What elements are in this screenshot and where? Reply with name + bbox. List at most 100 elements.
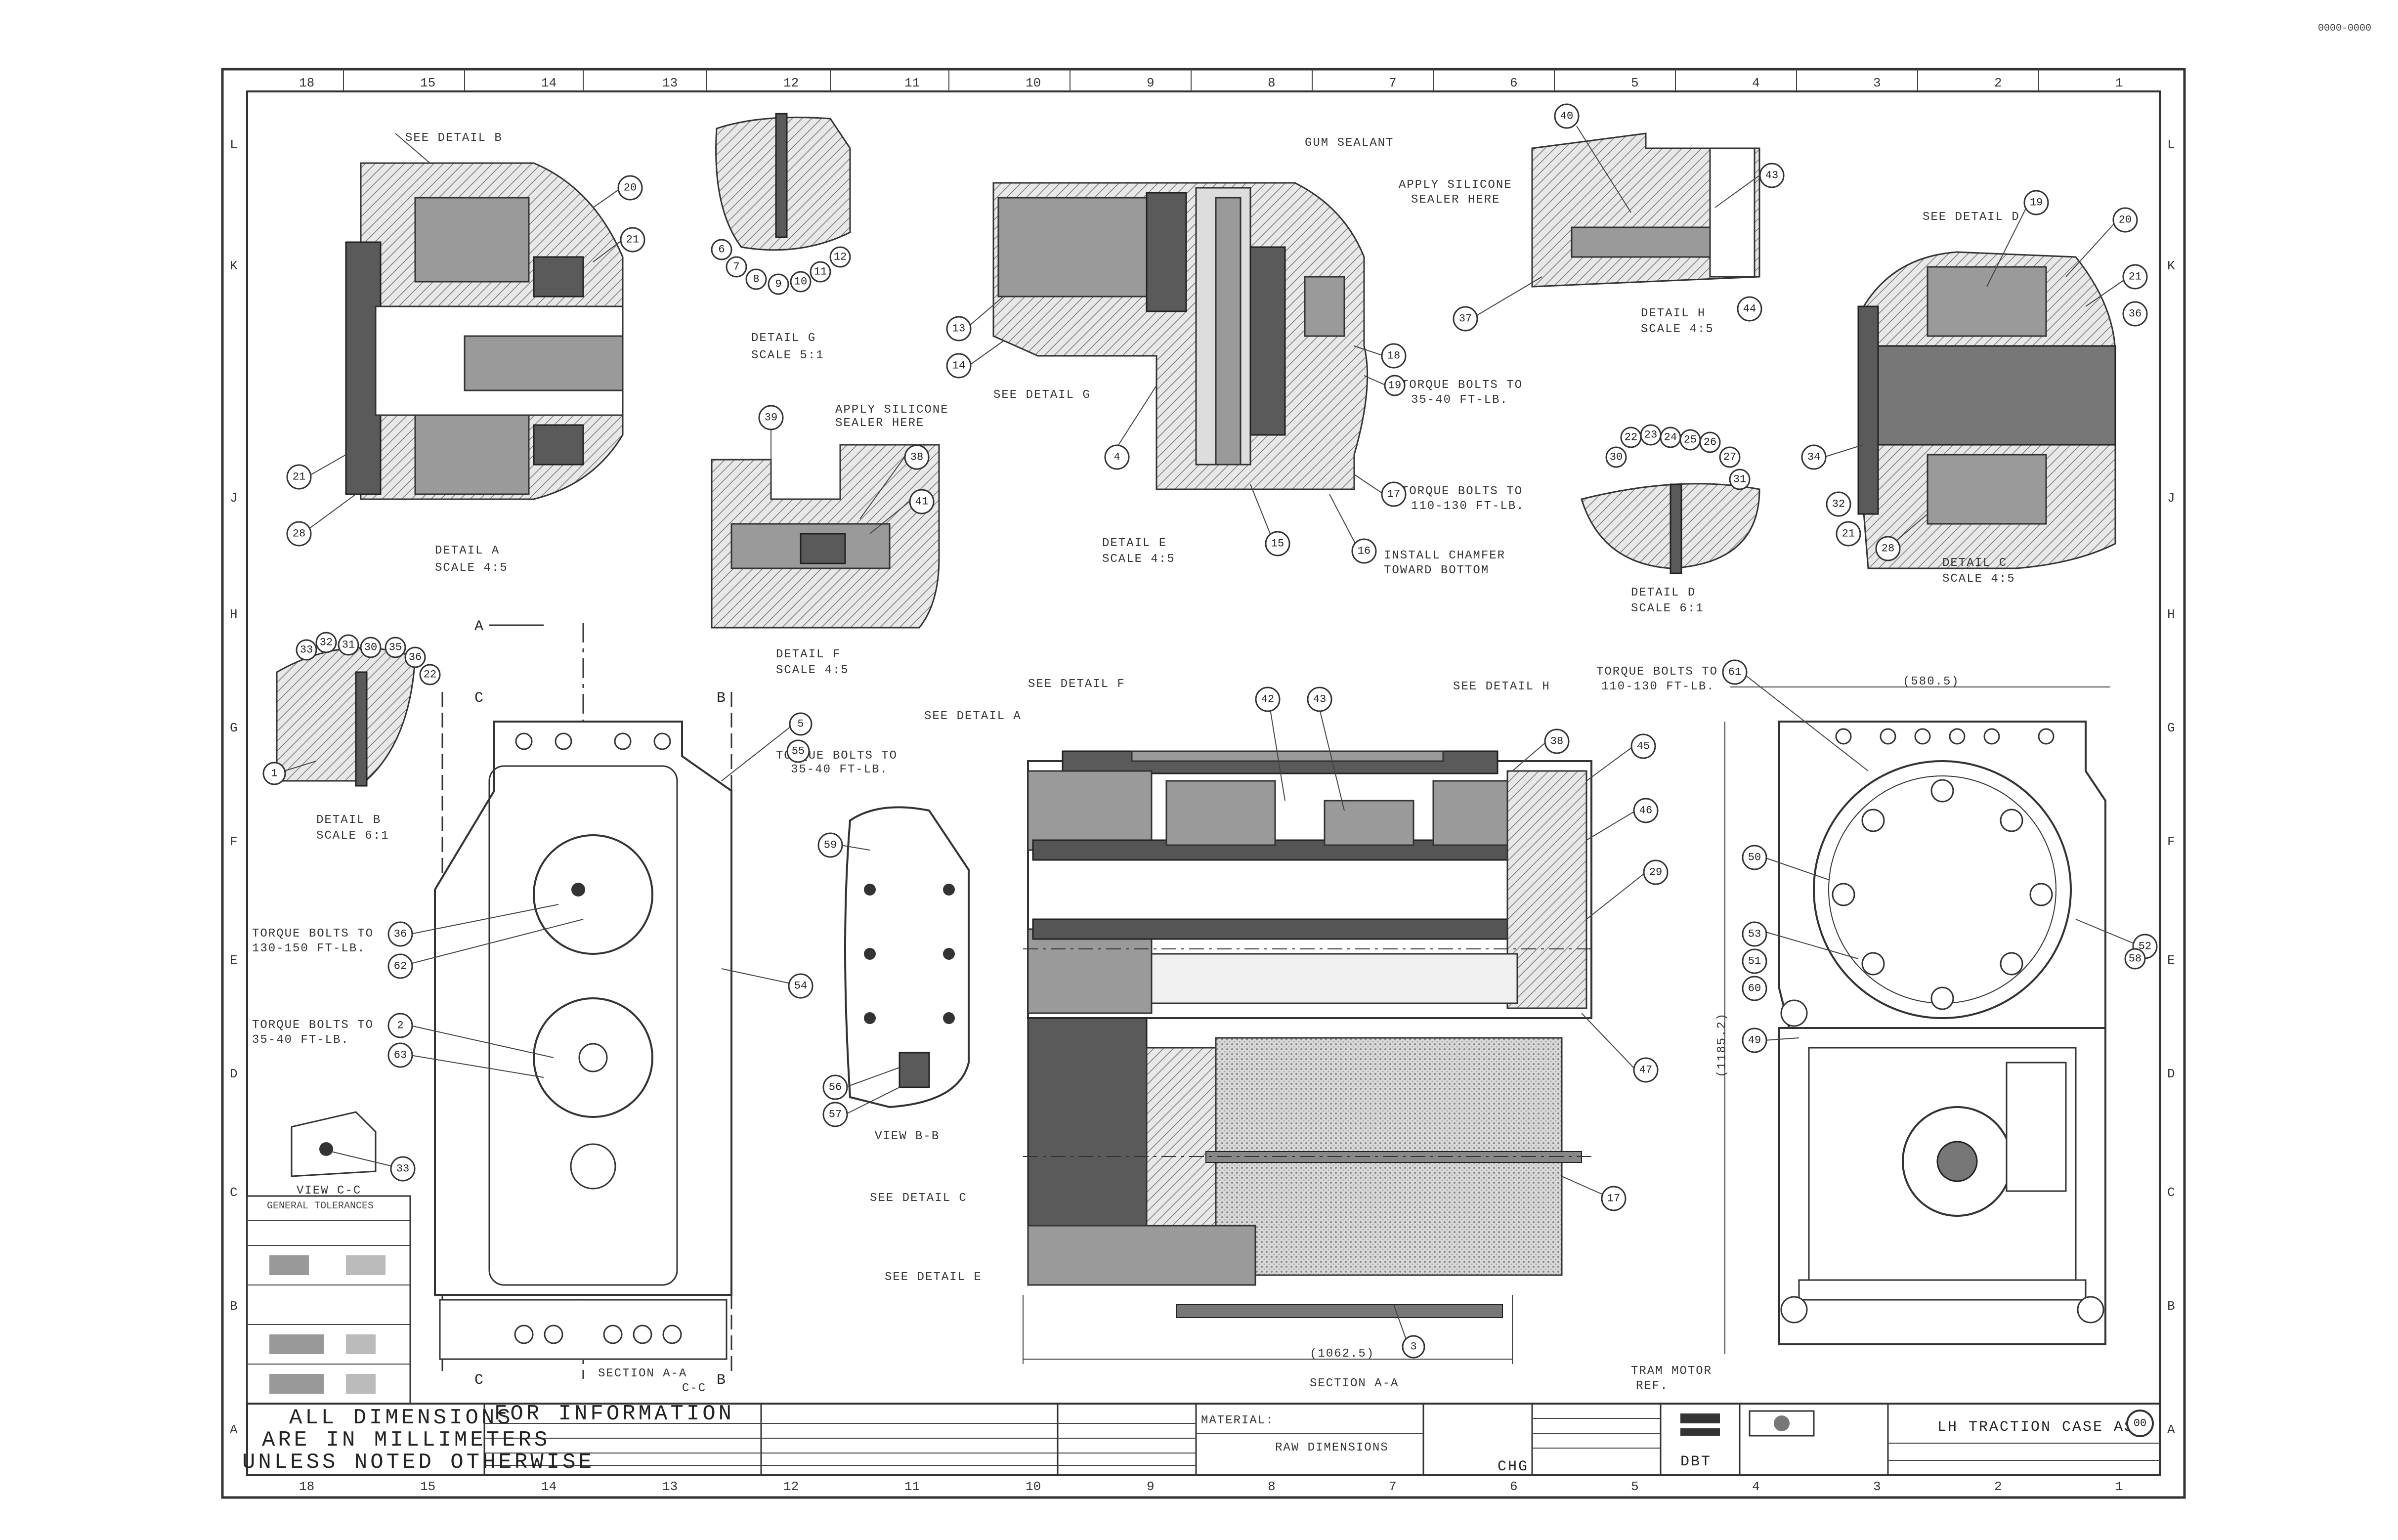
material-label: MATERIAL: [1201,1414,1274,1427]
section-aa-title: SECTION A-A [1310,1377,1399,1390]
zone-label: A [2167,1422,2175,1437]
balloon: 14 [946,341,1004,379]
zone-label: K [230,258,238,273]
balloon: 40 [1554,103,1631,213]
zone-label: 7 [1389,76,1397,90]
balloon: 27 [1719,446,1741,468]
zone-label: 10 [1026,1479,1041,1494]
balloon: 61 [1722,659,1869,771]
tolerance-table [246,1195,411,1405]
svg-text:62: 62 [394,960,407,973]
tolerance-table-title: GENERAL TOLERANCES [267,1200,374,1212]
detail-d-title: DETAIL D [1631,586,1696,599]
zone-label: 13 [662,76,678,90]
zone-label: 18 [299,76,314,90]
balloon: 3 [1393,1304,1425,1359]
balloon: 38 [1512,728,1570,771]
detail-e-title: DETAIL E [1102,537,1167,550]
section-marker: A [474,618,485,635]
svg-text:2: 2 [397,1020,403,1032]
balloon: 19 [1986,190,2049,287]
balloon: 23 [1640,424,1662,446]
see-detail-d-label: SEE DETAIL D [1923,211,2020,224]
svg-text:30: 30 [1610,451,1623,464]
balloon: 32 [1826,491,1851,517]
item-balloons: 20 21 21 28 6 7 8 9 10 11 12 39 38 41 13… [262,103,2158,1359]
revision-mark: 00 [2134,1417,2146,1430]
svg-text:43: 43 [1313,693,1326,706]
detail-b-view: DETAIL B SCALE 6:1 [276,647,416,843]
svg-text:9: 9 [775,278,781,291]
balloon: 63 [387,1042,544,1078]
balloon: 21 [1836,521,1861,547]
section-aa-view: SEE DETAIL F SEE DETAIL A SEE DETAIL H T… [870,665,1718,1393]
detail-c-view: SEE DETAIL D DETAIL C SCALE 4:5 [1857,211,2116,586]
zone-label: F [230,834,238,849]
zone-label: 3 [1873,1479,1881,1494]
raw-dimensions-label: RAW DIMENSIONS [1275,1441,1389,1454]
torque-note: 35-40 FT-LB. [1411,393,1508,407]
svg-text:44: 44 [1743,303,1756,315]
section-label: SECTION A-A [598,1367,687,1380]
svg-text:20: 20 [624,182,637,194]
balloon: 6 [711,239,732,260]
zone-label: 1 [2115,1479,2123,1494]
zone-label: 12 [783,1479,799,1494]
apply-silicone-label: APPLY SILICONE [835,403,949,417]
balloon: 34 [1801,444,1864,470]
balloon: 20 [593,175,643,208]
see-detail-h-label: SEE DETAIL H [1453,680,1550,693]
balloon: 10 [790,271,812,293]
detail-f-title: DETAIL F [776,648,841,661]
balloon: 20 [2065,207,2138,277]
change-label: CHG [1498,1458,1529,1475]
svg-text:53: 53 [1748,928,1761,941]
section-label: C-C [682,1382,706,1395]
svg-text:6: 6 [718,244,725,256]
svg-text:3: 3 [1410,1341,1416,1353]
detail-g-view: DETAIL G SCALE 5:1 [715,113,851,362]
install-chamfer-note: INSTALL CHAMFER [1384,549,1505,562]
zone-label: 3 [1873,76,1881,90]
svg-text:21: 21 [293,471,305,483]
drawing-number: 0000-0000 [2318,23,2371,34]
svg-text:40: 40 [1560,110,1573,123]
view-bb: VIEW B-B [844,806,970,1143]
torque-note: TORQUE BOLTS TO [1596,665,1718,679]
gum-sealant-label: GUM SEALANT [1305,136,1394,150]
see-detail-a-label: SEE DETAIL A [924,710,1022,723]
balloon: 36 [404,646,426,668]
svg-text:25: 25 [1684,434,1697,446]
balloon: 36 [387,904,559,947]
balloon: 21 [2085,264,2148,307]
zone-label: E [230,953,238,968]
zone-label: 10 [1026,76,1041,90]
svg-text:12: 12 [834,251,847,263]
balloon: 35 [385,637,406,658]
zone-label: G [2167,721,2175,735]
svg-text:45: 45 [1637,740,1650,753]
zone-label: 14 [541,1479,557,1494]
apply-silicone-h-label: SEALER HERE [1411,193,1500,207]
zone-label: H [2167,607,2175,622]
svg-text:33: 33 [300,644,313,656]
zone-label: E [2167,953,2175,968]
outer-border [221,68,2186,1499]
detail-c-title: DETAIL C [1942,556,2007,570]
section-marker: B [717,1372,727,1389]
title-block: GENERAL TOLERANCES ALL DIMENSIONS A [242,1195,2161,1476]
detail-h-view: APPLY SILICONE SEALER HERE DETAIL H SCAL… [1399,132,1760,336]
svg-text:38: 38 [910,451,923,464]
balloon: 11 [810,261,831,283]
balloon: 39 [758,405,784,484]
zone-label: 13 [662,1479,678,1494]
section-marker: C [474,690,485,707]
see-detail-b-label: SEE DETAIL B [405,131,503,145]
svg-text:35: 35 [389,642,402,654]
svg-text:49: 49 [1748,1034,1761,1047]
svg-text:50: 50 [1748,852,1761,864]
balloon: 47 [1581,1013,1659,1083]
zone-label: 9 [1147,1479,1155,1494]
balloon: 43 [1714,163,1785,208]
